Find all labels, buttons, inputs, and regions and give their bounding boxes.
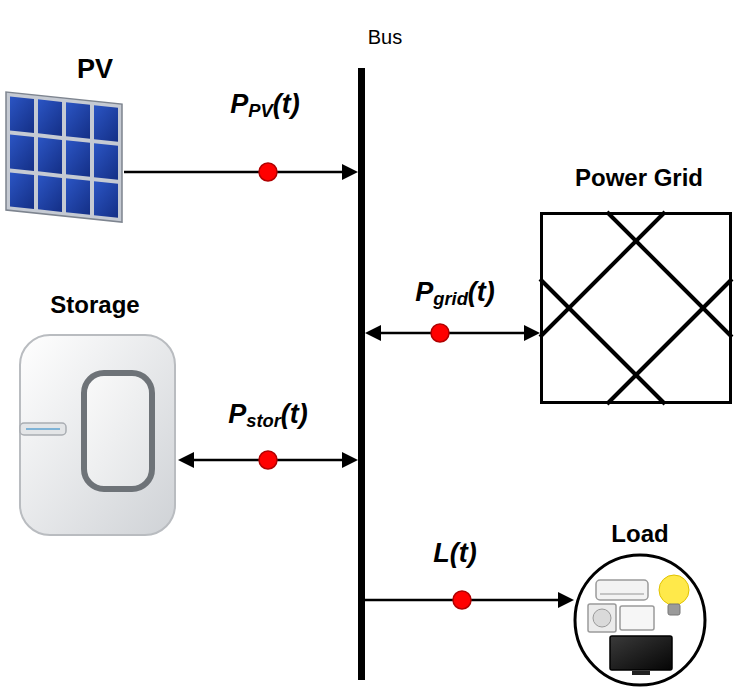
arrowhead xyxy=(342,164,358,180)
node-label: Load xyxy=(611,520,668,548)
ac-window xyxy=(620,606,654,630)
panel-frame xyxy=(6,92,122,222)
node-label: Power Grid xyxy=(575,164,703,192)
ac-unit xyxy=(596,580,648,600)
load-node: Load xyxy=(574,518,706,688)
arrowhead xyxy=(178,452,194,468)
panel-grid xyxy=(6,92,122,222)
flow-dot xyxy=(259,451,277,469)
flow-dot xyxy=(453,591,471,609)
arrowhead xyxy=(524,325,540,341)
power-flow-arrow xyxy=(365,324,540,342)
grid-lattice xyxy=(540,212,732,404)
power-flow-arrow xyxy=(124,163,358,181)
storage-window xyxy=(84,373,152,489)
subscript: PV xyxy=(248,100,273,121)
power-flow-arrow xyxy=(178,451,358,469)
power-label: L(t) xyxy=(433,537,476,569)
flow-dot xyxy=(259,163,277,181)
node-label: Storage xyxy=(50,291,139,319)
arrowhead xyxy=(342,452,358,468)
storage-icon xyxy=(12,325,182,550)
light-bulb xyxy=(659,575,689,605)
flow-dot xyxy=(431,324,449,342)
subscript: grid xyxy=(433,288,468,309)
grid-box: Power Grid xyxy=(540,212,732,404)
subscript: stor xyxy=(246,410,281,431)
load-icon xyxy=(574,550,706,690)
node-label: PV xyxy=(77,54,113,85)
bus-bar: Bus xyxy=(358,68,365,680)
ac-outdoor xyxy=(588,604,616,632)
storage-body xyxy=(20,335,175,535)
arrow-line xyxy=(381,332,524,335)
solar-panel-icon xyxy=(0,88,132,228)
tv-screen xyxy=(610,636,672,670)
power-flow-arrow xyxy=(365,591,574,609)
load-circle xyxy=(575,555,705,685)
power-label: PPV(t) xyxy=(230,88,300,122)
arrowhead xyxy=(365,325,381,341)
arrow-line xyxy=(124,171,342,174)
storage-node: Storage xyxy=(12,285,178,550)
arrowhead xyxy=(558,592,574,608)
power-label: Pstor(t) xyxy=(228,398,308,432)
storage-slot xyxy=(20,423,66,435)
pv-node: PV xyxy=(0,48,124,226)
power-label: Pgrid(t) xyxy=(415,276,495,310)
node-label: Bus xyxy=(368,26,402,49)
